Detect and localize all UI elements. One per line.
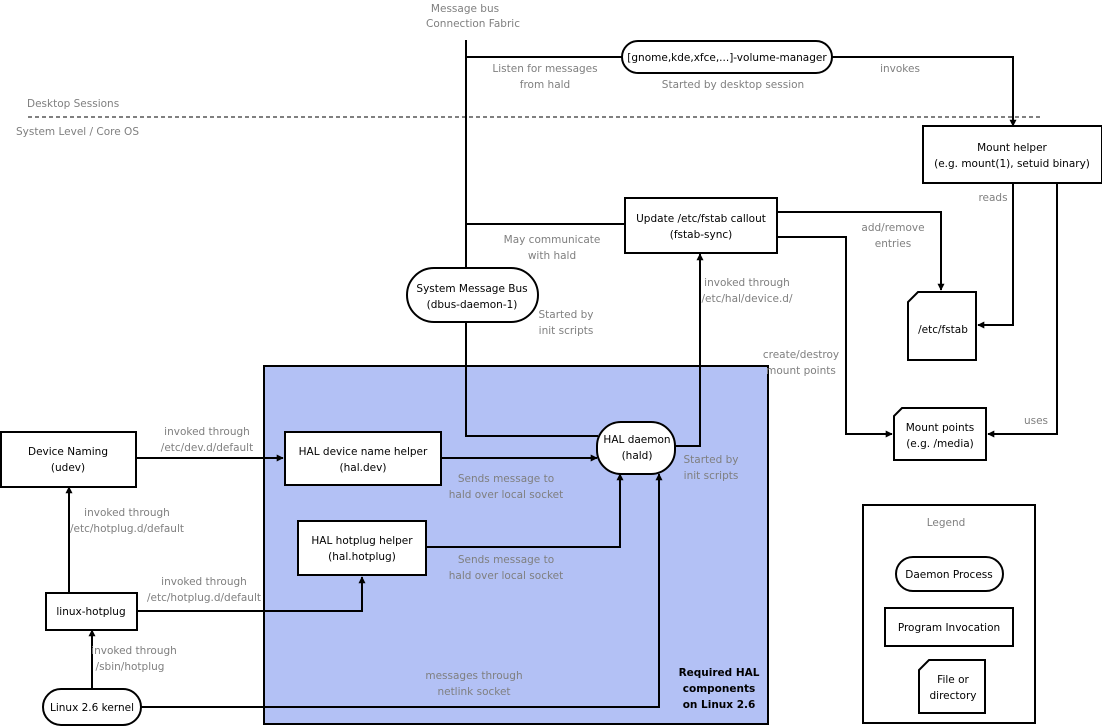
device-naming-label-line1: Device Naming — [28, 446, 108, 458]
netlink-label-line2: netlink socket — [437, 686, 510, 698]
legend-daemon-symbol — [895, 556, 1004, 592]
started-init-2-label-line2: init scripts — [684, 470, 739, 482]
invoked-hotplug-d-1-label-line2: /etc/hotplug.d/default — [70, 523, 184, 535]
kernel-label: Linux 2.6 kernel — [50, 702, 134, 714]
edge-labels: Listen for messages from hald Started by… — [70, 63, 1048, 698]
hal-dev-label-line1: HAL device name helper — [299, 446, 428, 458]
hal-region-label-line1: Required HAL — [679, 667, 760, 679]
legend-daemon-label: Daemon Process — [905, 569, 992, 581]
started-desktop-label: Started by desktop session — [662, 79, 804, 91]
legend-program-label: Program Invocation — [898, 622, 1000, 634]
system-bus-node: System Message Bus (dbus-daemon-1) — [406, 267, 539, 323]
listen-label-line1: Listen for messages — [492, 63, 597, 75]
fstab-callout-node: Update /etc/fstab callout (fstab-sync) — [624, 197, 778, 254]
add-remove-label-line2: entries — [875, 238, 911, 250]
started-init-1-label-line1: Started by — [539, 309, 594, 321]
hal-hotplug-node: HAL hotplug helper (hal.hotplug) — [297, 520, 427, 576]
invoked-sbin-label-line2: /sbin/hotplug — [96, 661, 165, 673]
device-naming-node: Device Naming (udev) — [0, 431, 137, 488]
uses-label: uses — [1024, 415, 1048, 427]
add-remove-label-line1: add/remove — [861, 222, 924, 234]
sends-2-label-line2: hald over local socket — [449, 570, 564, 582]
message-bus-line-bottom — [465, 322, 598, 437]
hotplug-invokes-hal-hotplug — [137, 576, 366, 612]
sends-1-label-line2: hald over local socket — [449, 489, 564, 501]
legend-file-label-line1: File or — [937, 674, 969, 686]
etc-fstab-node: /etc/fstab — [907, 291, 977, 361]
mount-helper-reads-fstab — [977, 183, 1014, 329]
connectors — [65, 56, 1058, 708]
invoked-hotplug-d-2-label-line2: /etc/hotplug.d/default — [147, 592, 261, 604]
hal-daemon-node: HAL daemon (hald) — [596, 421, 676, 475]
invoked-hotplug-d-2-label-line1: invoked through — [161, 576, 247, 588]
volume-manager-label: [gnome,kde,xfce,...]-volume-manager — [627, 52, 827, 64]
invoked-sbin-label-line1: invoked through — [91, 645, 177, 657]
legend-file-label-line2: directory — [930, 690, 977, 702]
etc-fstab-label: /etc/fstab — [918, 324, 968, 336]
hal-region-label-line2: components — [683, 683, 755, 695]
linux-hotplug-node: linux-hotplug — [45, 592, 138, 631]
mount-points-label-line2: (e.g. /media) — [906, 438, 974, 450]
linux-hotplug-label: linux-hotplug — [56, 606, 125, 618]
mount-helper-node: Mount helper (e.g. mount(1), setuid bina… — [922, 125, 1102, 184]
message-bus-label-line1: Message bus — [431, 3, 499, 15]
message-bus: Message bus Connection Fabric — [426, 3, 598, 437]
create-destroy-label-line1: create/destroy — [763, 349, 839, 361]
legend-program-symbol — [884, 607, 1014, 647]
hal-daemon-label-line1: HAL daemon — [603, 434, 670, 446]
message-bus-label-line2: Connection Fabric — [426, 18, 520, 30]
fstab-callout-label-line1: Update /etc/fstab callout — [636, 213, 766, 225]
mount-helper-label-line1: Mount helper — [977, 142, 1047, 154]
system-bus-label-line1: System Message Bus — [416, 283, 527, 295]
sends-2-label-line1: Sends message to — [458, 554, 554, 566]
hal-hotplug-label-line1: HAL hotplug helper — [311, 535, 413, 547]
create-destroy-label-line2: mount points — [766, 365, 836, 377]
device-naming-label-line2: (udev) — [51, 462, 85, 474]
legend: Legend Daemon Process Program Invocation… — [862, 504, 1036, 724]
volume-manager-node: [gnome,kde,xfce,...]-volume-manager — [621, 40, 833, 74]
hal-hotplug-sends-to-hald — [426, 473, 624, 548]
invoked-device-d-label-line1: invoked through — [704, 277, 790, 289]
mount-helper-label-line2: (e.g. mount(1), setuid binary) — [934, 158, 1090, 170]
started-init-1-label-line2: init scripts — [539, 325, 594, 337]
may-communicate-label-line2: with hald — [528, 250, 576, 262]
mount-points-node: Mount points (e.g. /media) — [893, 407, 987, 461]
kernel-netlink-to-hald — [141, 473, 663, 708]
invoked-device-d-label-line2: /etc/hal/device.d/ — [702, 293, 793, 305]
mount-points-label-line1: Mount points — [906, 422, 975, 434]
invoked-dev-d-label-line2: /etc/dev.d/default — [161, 442, 253, 454]
reads-label: reads — [978, 192, 1007, 204]
sends-1-label-line1: Sends message to — [458, 473, 554, 485]
may-communicate-label-line1: May communicate — [504, 234, 601, 246]
volume-manager-invokes-mount-helper — [832, 56, 1017, 127]
legend-title: Legend — [927, 517, 966, 529]
system-level-label: System Level / Core OS — [16, 126, 139, 138]
invoked-dev-d-label-line1: invoked through — [164, 426, 250, 438]
system-bus-label-line2: (dbus-daemon-1) — [427, 299, 518, 311]
fstab-callout-label-line2: (fstab-sync) — [670, 229, 732, 241]
hal-dev-node: HAL device name helper (hal.dev) — [284, 431, 442, 486]
invokes-label: invokes — [880, 63, 920, 75]
hal-region-label-line3: on Linux 2.6 — [683, 699, 756, 711]
kernel-node: Linux 2.6 kernel — [42, 688, 142, 726]
hald-invokes-fstab-callout — [675, 253, 704, 447]
legend-file-symbol — [918, 659, 986, 714]
fstab-callout-creates-mount-points — [777, 236, 893, 438]
listen-label-line2: from hald — [520, 79, 570, 91]
hal-hotplug-label-line2: (hal.hotplug) — [328, 551, 396, 563]
hal-dev-label-line2: (hal.dev) — [340, 462, 387, 474]
desktop-sessions-label: Desktop Sessions — [27, 98, 119, 110]
netlink-label-line1: messages through — [425, 670, 522, 682]
invoked-hotplug-d-1-label-line1: invoked through — [84, 507, 170, 519]
hal-daemon-label-line2: (hald) — [622, 450, 653, 462]
started-init-2-label-line1: Started by — [684, 454, 739, 466]
mount-helper-uses-mount-points — [987, 183, 1058, 438]
fstab-callout-edits-fstab — [777, 211, 945, 291]
